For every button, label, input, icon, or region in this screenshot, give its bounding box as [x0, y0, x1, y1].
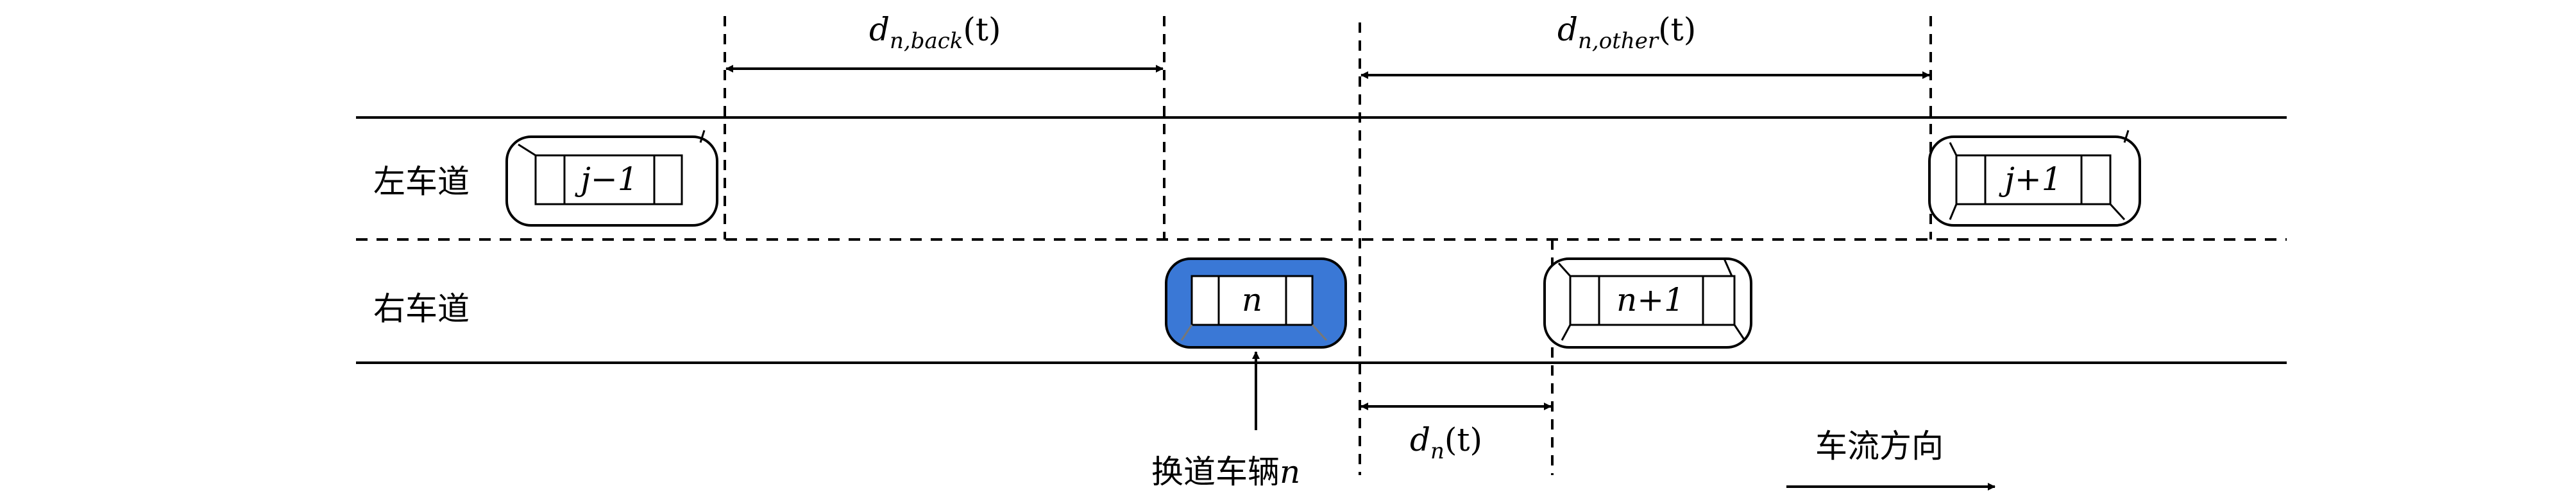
d-other-label: dn,other(t): [1557, 11, 1696, 54]
vehicle-j-minus-1-label: j−1: [574, 161, 638, 198]
left-lane-label: 左车道: [373, 163, 470, 200]
vehicle-j-plus-1: j+1: [1928, 130, 2141, 227]
d-back-label: dn,back(t): [869, 11, 1001, 54]
vehicle-n-plus-1-label: n+1: [1616, 281, 1684, 318]
right-lane-label: 右车道: [373, 290, 470, 327]
vehicle-n-plus-1: n+1: [1543, 257, 1752, 349]
lane-change-vehicle-label: 换道车辆n: [1151, 453, 1300, 491]
vehicle-n-label: n: [1242, 281, 1262, 318]
vehicle-j-plus-1-label: j+1: [1998, 161, 2062, 198]
vehicle-j-minus-1: j−1: [505, 130, 718, 227]
flow-direction-label: 车流方向: [1815, 428, 1944, 465]
vehicle-n: n: [1165, 257, 1347, 349]
d-n-label: dn(t): [1410, 421, 1482, 464]
